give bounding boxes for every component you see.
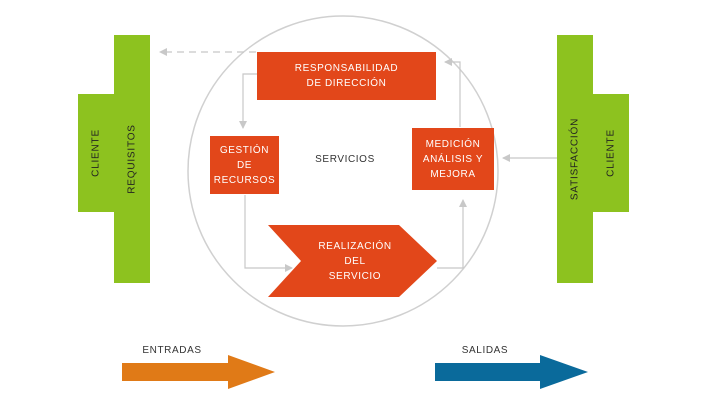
connector-measurement-to-responsibility bbox=[444, 58, 461, 127]
left-client-block bbox=[78, 94, 114, 212]
management-responsibility-box bbox=[257, 52, 436, 100]
process-circle bbox=[187, 15, 499, 327]
right-client-block bbox=[593, 94, 629, 212]
measurement-label: MEDICIÓN ANÁLISIS Y MEJORA bbox=[422, 139, 484, 180]
satisfaction-block bbox=[557, 35, 593, 283]
inputs-label: ENTRADAS bbox=[142, 345, 202, 356]
inputs-arrow bbox=[122, 355, 275, 389]
right-client-label: CLIENTE bbox=[605, 129, 617, 177]
outputs-label: SALIDAS bbox=[461, 345, 509, 356]
service-realization-label: REALIZACIÓN DEL SERVICIO bbox=[318, 241, 392, 282]
connector-realization-to-measurement bbox=[437, 199, 467, 269]
connector-resources-to-realization bbox=[244, 195, 293, 272]
management-responsibility-label: RESPONSABILIDAD DE DIRECCIÓN bbox=[294, 63, 399, 89]
resource-management-box bbox=[210, 136, 279, 194]
outputs-arrow bbox=[435, 355, 588, 389]
measurement-box bbox=[412, 128, 494, 190]
resource-management-label: GESTIÓN DE RECURSOS bbox=[213, 145, 276, 186]
requirements-label: REQUISITOS bbox=[126, 124, 138, 194]
service-realization-chevron bbox=[268, 225, 437, 297]
services-label: SERVICIOS bbox=[315, 154, 375, 165]
satisfaction-label: SATISFACCIÓN bbox=[569, 117, 581, 201]
requirements-block bbox=[114, 35, 150, 283]
connector-responsibility-to-resources bbox=[239, 73, 257, 129]
left-client-label: CLIENTE bbox=[90, 129, 102, 177]
